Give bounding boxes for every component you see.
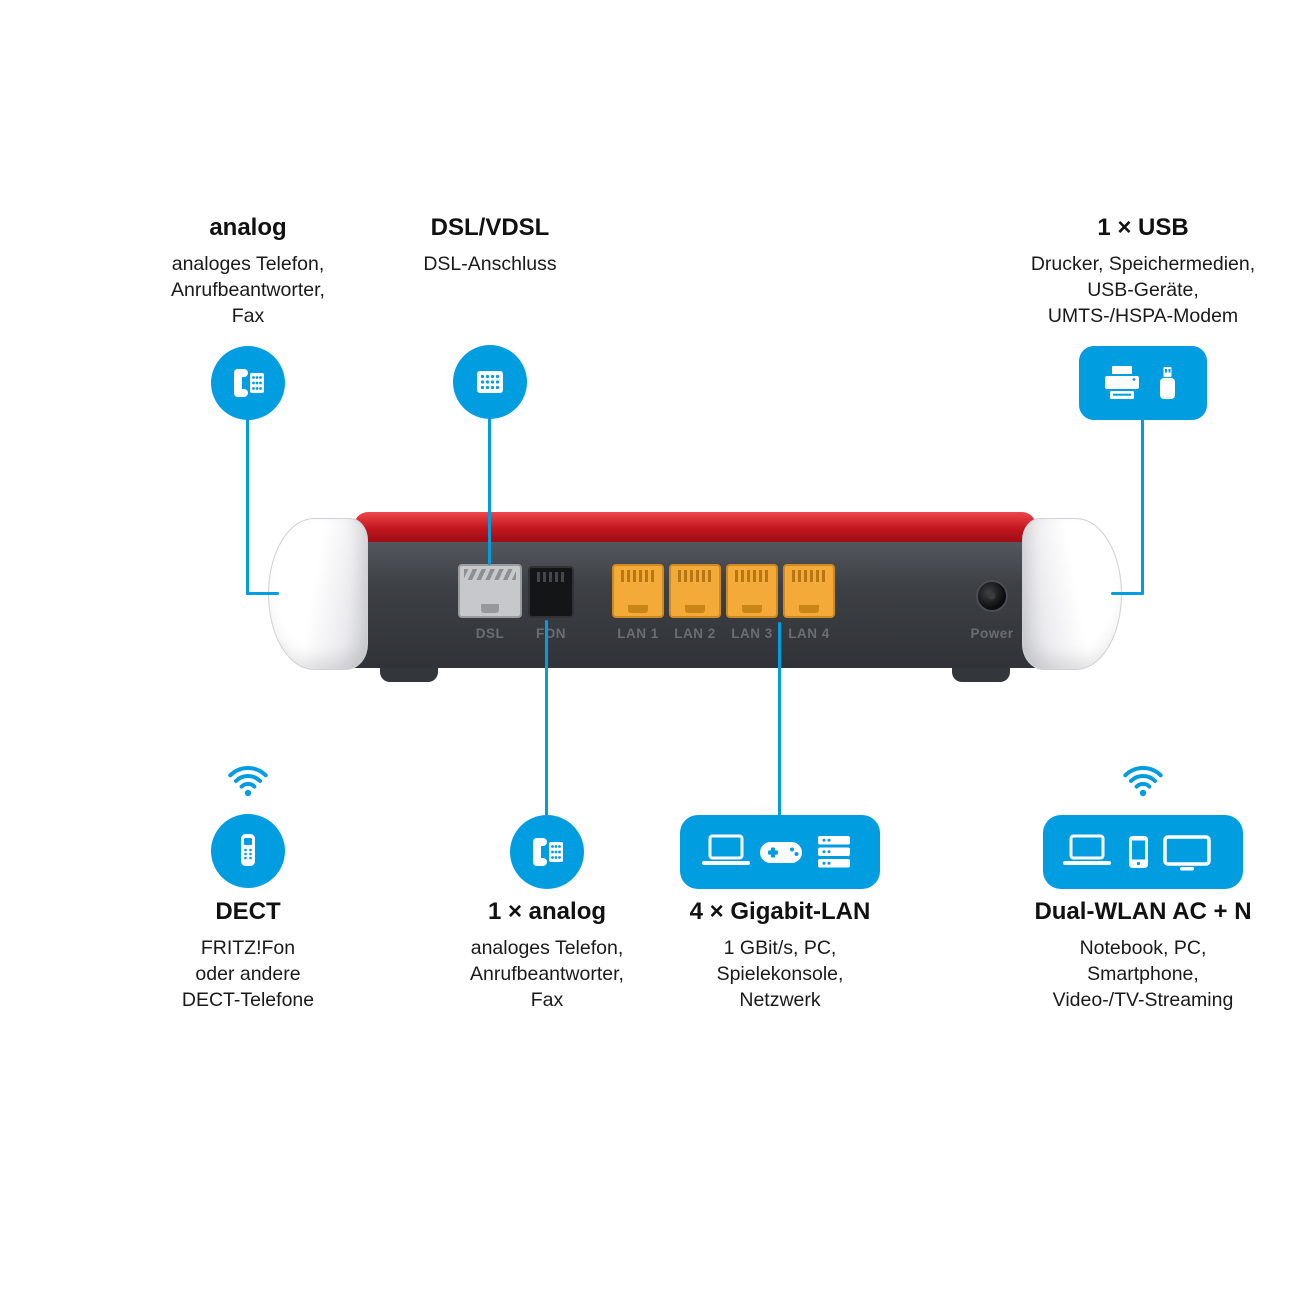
callout-line: Spielekonsole, [716,963,844,985]
callout-line: Netzwerk [739,989,821,1011]
wlan-devices-glyph [1063,834,1211,871]
callout-gigabit-lan: 4 × Gigabit-LAN 1 GBit/s, PC, Spielekons… [655,898,905,1013]
callout-line: Fax [530,989,564,1011]
lan-port-4 [783,564,835,618]
callout-line: Smartphone, [1087,963,1199,985]
port-label-lan1: LAN 1 [617,626,659,641]
callout-usb: 1 × USB Drucker, Speichermedien, USB-Ger… [1003,214,1283,329]
callout-line: analoges Telefon, [470,937,624,959]
port-label-lan3: LAN 3 [731,626,773,641]
port-label-power: Power [970,626,1014,641]
callout-dual-wlan: Dual-WLAN AC + N Notebook, PC, Smartphon… [1008,898,1278,1013]
cordless-phone-glyph [241,834,255,866]
callout-title-dect: DECT [215,898,281,925]
connector-dsl-vertical [488,417,491,565]
callout-title-dsl: DSL/VDSL [430,214,550,241]
desk-phone-icon-2 [510,815,584,889]
keypad-socket-glyph [477,371,503,393]
router-red-top [354,512,1036,542]
callout-line: analoges Telefon, [171,253,325,275]
laptop-smartphone-tv-icon [1043,815,1243,889]
callout-line: Notebook, PC, [1079,937,1207,959]
desk-phone-glyph [234,369,264,397]
callout-line: FRITZ!Fon [200,937,296,959]
port-label-fon: FON [536,626,566,641]
callout-line: Video-/TV-Streaming [1052,989,1234,1011]
power-jack [976,580,1008,612]
callout-line: USB-Geräte, [1087,279,1199,301]
port-label-lan4: LAN 4 [788,626,830,641]
callout-line: UMTS-/HSPA-Modem [1047,305,1239,327]
desk-phone-icon [211,346,285,420]
callout-dect: DECT FRITZ!Fon oder andere DECT-Telefone [128,898,368,1013]
callout-line: Fax [231,305,265,327]
lan-port-2 [669,564,721,618]
callout-title-gigabit-lan: 4 × Gigabit-LAN [689,898,871,925]
cordless-phone-icon [211,814,285,888]
callout-line: oder andere [195,963,301,985]
wifi-waves-icon-2 [1123,765,1163,797]
port-label-dsl: DSL [475,626,505,641]
router-foot-right [952,666,1010,682]
connector-analog-vertical [246,418,249,595]
callout-line: 1 GBit/s, PC, [723,937,837,959]
wifi-waves-icon [228,765,268,797]
connector-analog-horizontal [246,592,279,595]
dsl-port [458,564,522,618]
router-end-cap-right [1022,518,1122,670]
port-label-lan2: LAN 2 [674,626,716,641]
laptop-gamepad-server-icon [680,815,880,889]
printer-and-usb-stick-icon [1079,346,1207,420]
callout-line: Anrufbeantworter, [171,279,325,301]
connector-usb-horizontal [1111,592,1144,595]
fon-port [528,566,574,618]
connector-usb-vertical [1141,418,1144,595]
callout-title-analog: analog [209,214,287,241]
keypad-socket-icon [453,345,527,419]
callout-title-usb: 1 × USB [1097,214,1189,241]
callout-line: Anrufbeantworter, [470,963,624,985]
connector-fon-vertical [545,620,548,816]
callout-dsl: DSL/VDSL DSL-Anschluss [370,214,610,277]
callout-title-dual-wlan: Dual-WLAN AC + N [1034,898,1252,925]
desk-phone-glyph-2 [533,838,563,866]
callout-line: Drucker, Speichermedien, [1030,253,1256,275]
lan-port-1 [612,564,664,618]
lan-port-3 [726,564,778,618]
router-end-cap-left [268,518,368,670]
router-foot-left [380,666,438,682]
callout-analog-bottom: 1 × analog analoges Telefon, Anrufbeantw… [427,898,667,1013]
callout-line: DSL-Anschluss [423,253,557,275]
router-back-panel: DSL FON LAN 1 LAN 2 LAN 3 LAN 4 Power [268,508,1122,690]
callout-title-analog-bottom: 1 × analog [487,898,607,925]
lan-devices-glyph [702,834,850,868]
callout-analog-top: analog analoges Telefon, Anrufbeantworte… [128,214,368,329]
callout-line: DECT-Telefone [181,989,315,1011]
connector-lan-vertical [778,622,781,816]
printer-usb-glyph [1105,366,1175,399]
